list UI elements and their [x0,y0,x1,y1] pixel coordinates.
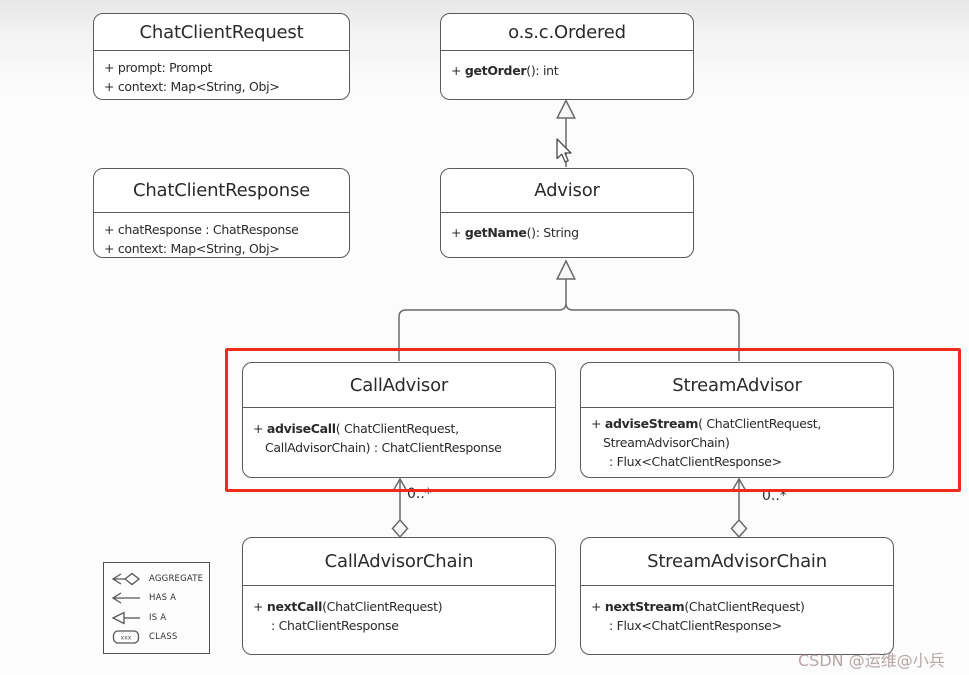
member-line: + getOrder(): int [451,63,559,78]
aggregate-arrow-icon [111,572,141,586]
class-title: StreamAdvisor [581,363,893,408]
class-box-chatclientrequest: ChatClientRequest + prompt: Prompt + con… [93,13,350,100]
member-line: CallAdvisorChain) : ChatClientResponse [265,440,502,455]
class-title: StreamAdvisorChain [581,538,893,586]
member-line: + nextCall(ChatClientRequest) [253,599,443,614]
class-title: CallAdvisor [243,363,555,408]
member-line: + prompt: Prompt [104,60,213,75]
class-title: Advisor [441,169,693,213]
legend-row-isa: IS A [111,610,202,626]
class-title: ChatClientRequest [94,14,349,51]
svg-text:xxx: xxx [121,635,132,642]
class-box-streamadvisorchain: StreamAdvisorChain + nextStream(ChatClie… [580,537,894,655]
class-members: + adviseCall( ChatClientRequest, CallAdv… [243,408,555,464]
is-a-arrow-icon [111,611,140,625]
member-line: StreamAdvisorChain) [603,435,730,450]
highlight-rectangle [225,348,961,492]
legend-label: HAS A [149,593,177,604]
class-title: o.s.c.Ordered [441,14,693,51]
member-line: + adviseStream( ChatClientRequest, [591,416,822,431]
member-line: + nextStream(ChatClientRequest) [591,599,805,614]
class-title: ChatClientResponse [94,169,349,213]
legend-label: AGGREGATE [149,573,204,584]
legend-row-aggregate: AGGREGATE [111,571,204,587]
member-line: + context: Map<String, Obj> [104,241,280,256]
mouse-cursor-icon [556,138,572,163]
class-members: + chatResponse : ChatResponse + context:… [94,213,349,265]
legend-label: CLASS [149,632,178,643]
legend-label: IS A [149,612,167,623]
legend-row-class: xxx CLASS [111,629,202,645]
class-box-calladvisorchain: CallAdvisorChain + nextCall(ChatClientRe… [242,537,556,655]
csdn-watermark: CSDN @运维@小兵 [798,651,945,670]
member-line: + context: Map<String, Obj> [104,79,280,94]
class-members: + adviseStream( ChatClientRequest, Strea… [581,408,893,478]
class-box-ordered: o.s.c.Ordered + getOrder(): int [440,13,694,100]
class-members: + nextCall(ChatClientRequest) : ChatClie… [243,586,555,642]
member-line: + adviseCall( ChatClientRequest, [253,421,459,436]
member-line: : Flux<ChatClientResponse> [609,454,782,469]
isa-triangle-ordered [555,98,577,119]
call-chain-diamond [391,518,409,539]
class-members: + getName(): String [441,213,693,249]
member-line: + getName(): String [451,225,579,240]
multiplicity-label-stream: 0..* [762,488,787,504]
stream-chain-diamond [730,518,748,539]
class-members: + nextStream(ChatClientRequest) : Flux<C… [581,586,893,642]
class-box-chatclientresponse: ChatClientResponse + chatResponse : Chat… [93,168,350,258]
legend-row-hasa: HAS A [111,590,202,606]
class-box-streamadvisor: StreamAdvisor + adviseStream( ChatClient… [580,362,894,478]
member-line: : Flux<ChatClientResponse> [609,618,782,633]
class-members: + prompt: Prompt + context: Map<String, … [94,51,349,103]
member-line: : ChatClientResponse [271,618,399,633]
has-a-arrow-icon [111,592,140,604]
class-box-icon: xxx [112,630,140,644]
class-box-calladvisor: CallAdvisor + adviseCall( ChatClientRequ… [242,362,556,478]
class-title: CallAdvisorChain [243,538,555,586]
class-box-advisor: Advisor + getName(): String [440,168,694,258]
member-line: + chatResponse : ChatResponse [104,222,299,237]
class-members: + getOrder(): int [441,51,693,87]
isa-triangle-advisor [555,259,577,280]
legend-box: AGGREGATE HAS A IS A xxx CLASS [103,562,210,654]
